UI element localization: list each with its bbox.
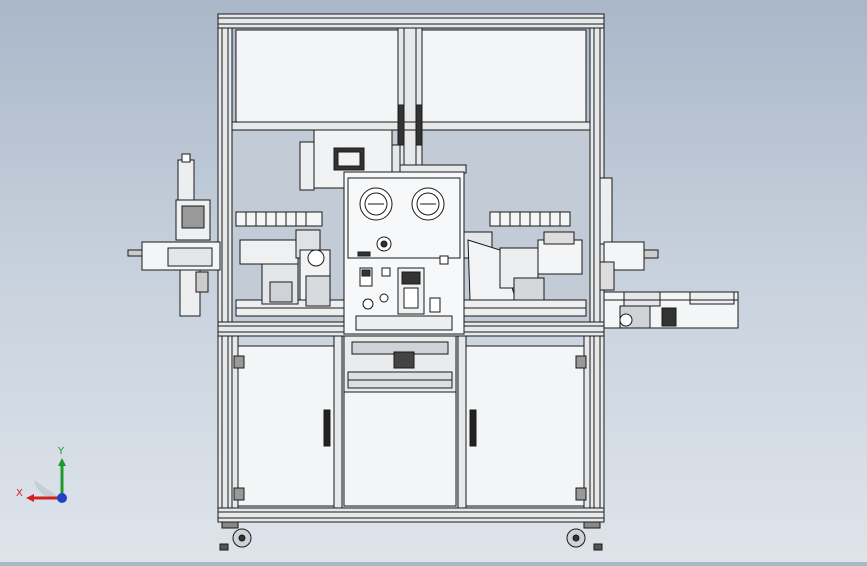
top-panel-right	[421, 29, 587, 123]
frame-top-beam	[217, 13, 605, 29]
left-side-actuator	[127, 153, 221, 317]
door-center	[343, 391, 457, 507]
left-drag-chain	[235, 211, 323, 227]
door-handle-left	[323, 409, 331, 447]
right-drag-chain	[489, 211, 571, 227]
x-axis-label: X	[16, 488, 23, 499]
control-plate	[343, 171, 465, 335]
caster-left	[219, 521, 252, 551]
coordinate-triad: X Y	[16, 446, 67, 503]
caster-right	[566, 521, 603, 551]
z-axis-dot	[57, 493, 67, 503]
door-right	[465, 345, 585, 507]
top-panel-left	[235, 29, 399, 123]
frame-bottom-beam	[217, 507, 605, 523]
door-handle-right	[469, 409, 477, 447]
triad-base	[34, 480, 60, 499]
door-left	[237, 345, 335, 507]
y-axis-label: Y	[57, 446, 65, 457]
right-side-actuator	[599, 177, 659, 291]
right-conveyor-module	[603, 291, 739, 329]
